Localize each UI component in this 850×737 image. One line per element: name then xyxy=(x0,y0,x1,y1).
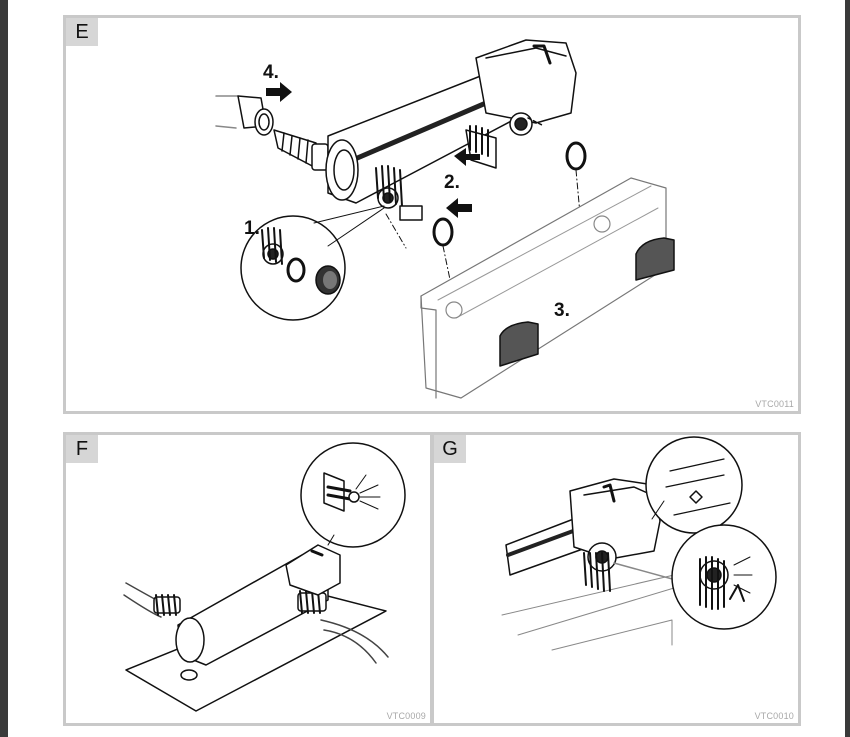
rubber-mount-left xyxy=(499,321,539,367)
arrow-step-2b xyxy=(446,198,472,218)
step-2-label: 2. xyxy=(444,172,460,193)
hose-end xyxy=(254,108,274,136)
housing-head xyxy=(569,478,661,560)
uv-cylinder-end xyxy=(325,139,359,201)
panel-f-code: VTC0009 xyxy=(386,711,426,721)
panel-e: E xyxy=(63,15,801,414)
rubber-mount-right xyxy=(635,237,675,281)
panel-g-illustration xyxy=(501,436,777,651)
o-ring-upper xyxy=(565,141,587,171)
panel-f-illustration xyxy=(123,442,406,712)
arrow-step-2 xyxy=(454,148,480,166)
arrow-step-4 xyxy=(266,82,292,102)
panel-g-tag: G xyxy=(434,435,466,463)
panel-g: G VTC0010 xyxy=(431,432,801,726)
step-1-label: 1. xyxy=(244,218,260,239)
step-4-label: 4. xyxy=(263,62,279,83)
step-3-label: 3. xyxy=(554,300,570,321)
window-edge-left xyxy=(0,0,8,737)
panel-e-tag: E xyxy=(66,18,98,46)
hose-right xyxy=(320,619,389,664)
hose-clamp-left xyxy=(153,596,181,614)
magnifier-step-1 xyxy=(240,215,346,321)
housing-head xyxy=(285,544,341,596)
panel-e-code: VTC0011 xyxy=(755,399,794,409)
hose xyxy=(215,95,239,129)
panel-f-tag: F xyxy=(66,435,98,463)
window-edge-right xyxy=(845,0,850,737)
hose-connector xyxy=(273,129,317,169)
wall-plate xyxy=(501,574,685,651)
o-ring-middle xyxy=(432,217,454,247)
magnifier-upper xyxy=(645,436,743,534)
mount-foot xyxy=(180,669,198,681)
panel-f: F VTC0009 xyxy=(63,432,433,726)
housing-head xyxy=(475,39,577,124)
panel-g-code: VTC0010 xyxy=(754,711,794,721)
panel-e-illustration xyxy=(215,39,675,399)
